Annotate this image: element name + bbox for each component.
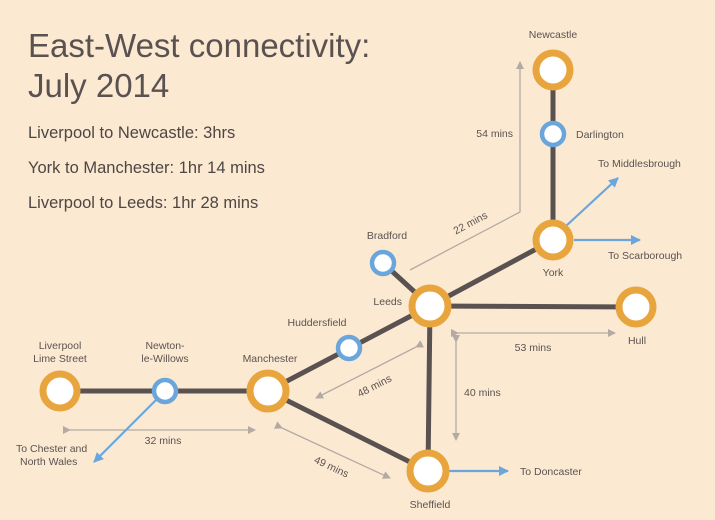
track-leeds-sheffield xyxy=(425,303,433,474)
label-to-middlesbrough: To Middlesbrough xyxy=(598,158,681,170)
stat-liverpool-leeds: Liverpool to Leeds: 1hr 28 mins xyxy=(28,194,259,212)
station-huddersfield[interactable] xyxy=(335,334,363,362)
label-sheffield: Sheffield xyxy=(410,499,451,511)
station-hull[interactable] xyxy=(615,286,657,328)
time-leeds-hull: 53 mins xyxy=(515,342,552,354)
station-sheffield[interactable] xyxy=(406,449,450,493)
journey-stats: Liverpool to Newcastle: 3hrs York to Man… xyxy=(28,124,265,229)
label-liverpool-line-2: Lime Street xyxy=(33,353,87,365)
station-bradford[interactable] xyxy=(369,249,397,277)
track-york-leeds xyxy=(427,237,556,309)
label-newton-line-1: Newton- xyxy=(145,340,185,352)
station-newton-le-willows[interactable] xyxy=(151,377,179,405)
label-darlington: Darlington xyxy=(576,129,624,141)
label-to-chester-line-2: North Wales xyxy=(20,456,77,468)
major-stations xyxy=(39,49,657,493)
track-manchester-sheffield xyxy=(265,388,431,474)
label-newcastle: Newcastle xyxy=(529,29,578,41)
label-leeds: Leeds xyxy=(373,296,402,308)
label-huddersfield: Huddersfield xyxy=(288,317,347,329)
time-leeds-york: 22 mins xyxy=(452,209,490,237)
station-newcastle[interactable] xyxy=(532,49,574,91)
station-york[interactable] xyxy=(532,219,574,261)
label-liverpool-line-1: Liverpool xyxy=(39,340,82,352)
station-leeds[interactable] xyxy=(408,284,452,328)
time-liverpool-manchester: 32 mins xyxy=(145,435,182,447)
station-liverpool[interactable] xyxy=(39,370,81,412)
stat-liverpool-newcastle: Liverpool to Newcastle: 3hrs xyxy=(28,124,236,142)
label-hull: Hull xyxy=(628,335,646,347)
stat-york-manchester: York to Manchester: 1hr 14 mins xyxy=(28,159,265,177)
onward-middlesbrough xyxy=(565,177,619,227)
label-to-scarborough: To Scarborough xyxy=(608,250,682,262)
label-bradford: Bradford xyxy=(367,230,407,242)
label-york: York xyxy=(543,267,564,279)
station-manchester[interactable] xyxy=(246,369,290,413)
page-title: East-West connectivity: July 2014 xyxy=(28,26,370,106)
onward-chester xyxy=(93,390,166,463)
minor-stations xyxy=(151,120,567,405)
label-to-doncaster: To Doncaster xyxy=(520,466,582,478)
arrow-leeds-newcastle xyxy=(409,61,524,271)
title-line-1: East-West connectivity: xyxy=(28,27,371,64)
arrow-manchester-sheffield xyxy=(273,421,391,479)
label-newton-line-2: le-Willows xyxy=(141,353,188,365)
arrow-leeds-manchester xyxy=(315,340,425,399)
label-manchester: Manchester xyxy=(243,353,298,365)
time-leeds-newcastle: 54 mins xyxy=(476,128,513,140)
track-leeds-hull xyxy=(427,303,639,310)
time-leeds-manchester: 48 mins xyxy=(356,373,394,400)
time-leeds-sheffield: 40 mins xyxy=(464,387,501,399)
time-manchester-sheffield: 49 mins xyxy=(312,454,350,480)
duration-arrows xyxy=(63,61,616,479)
label-to-chester-line-1: To Chester and xyxy=(16,443,87,455)
onward-arrows xyxy=(93,177,641,476)
station-darlington[interactable] xyxy=(539,120,567,148)
title-line-2: July 2014 xyxy=(28,67,170,104)
